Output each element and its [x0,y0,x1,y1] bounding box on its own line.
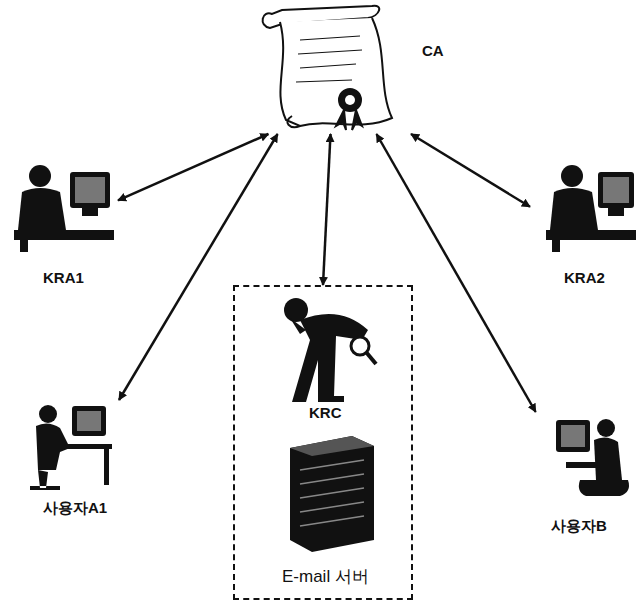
user-icon [556,419,629,496]
node-label: E-mail 서버 [280,567,371,587]
operator-icon [14,165,114,252]
auditor-icon [284,298,376,402]
double-arrow [323,134,331,285]
double-arrow [119,134,278,400]
icon-node: 사용자A1 [20,400,130,520]
certificate-scroll [263,6,392,130]
server-icon [290,436,374,552]
icon-node: KRA2 [530,162,638,290]
node-label: 사용자A1 [41,499,109,516]
double-arrow [411,134,530,207]
node-label: 사용자B [549,517,609,534]
icon-node: CA [250,2,480,134]
double-arrow [118,134,268,200]
icon-node: KRC [255,291,395,425]
operator-icon [546,165,636,252]
icon-node: 사용자B [522,412,636,538]
node-label: KRC [307,404,344,421]
double-arrow [377,134,536,412]
user-icon [30,405,112,490]
node-label: KRA1 [41,269,86,286]
icon-node: KRA1 [8,162,118,290]
icon-node: E-mail 서버 [255,431,395,591]
node-label: KRA2 [562,269,607,286]
group-box: KRC E-mail 서버 [233,285,413,600]
node-label: CA [420,42,446,59]
